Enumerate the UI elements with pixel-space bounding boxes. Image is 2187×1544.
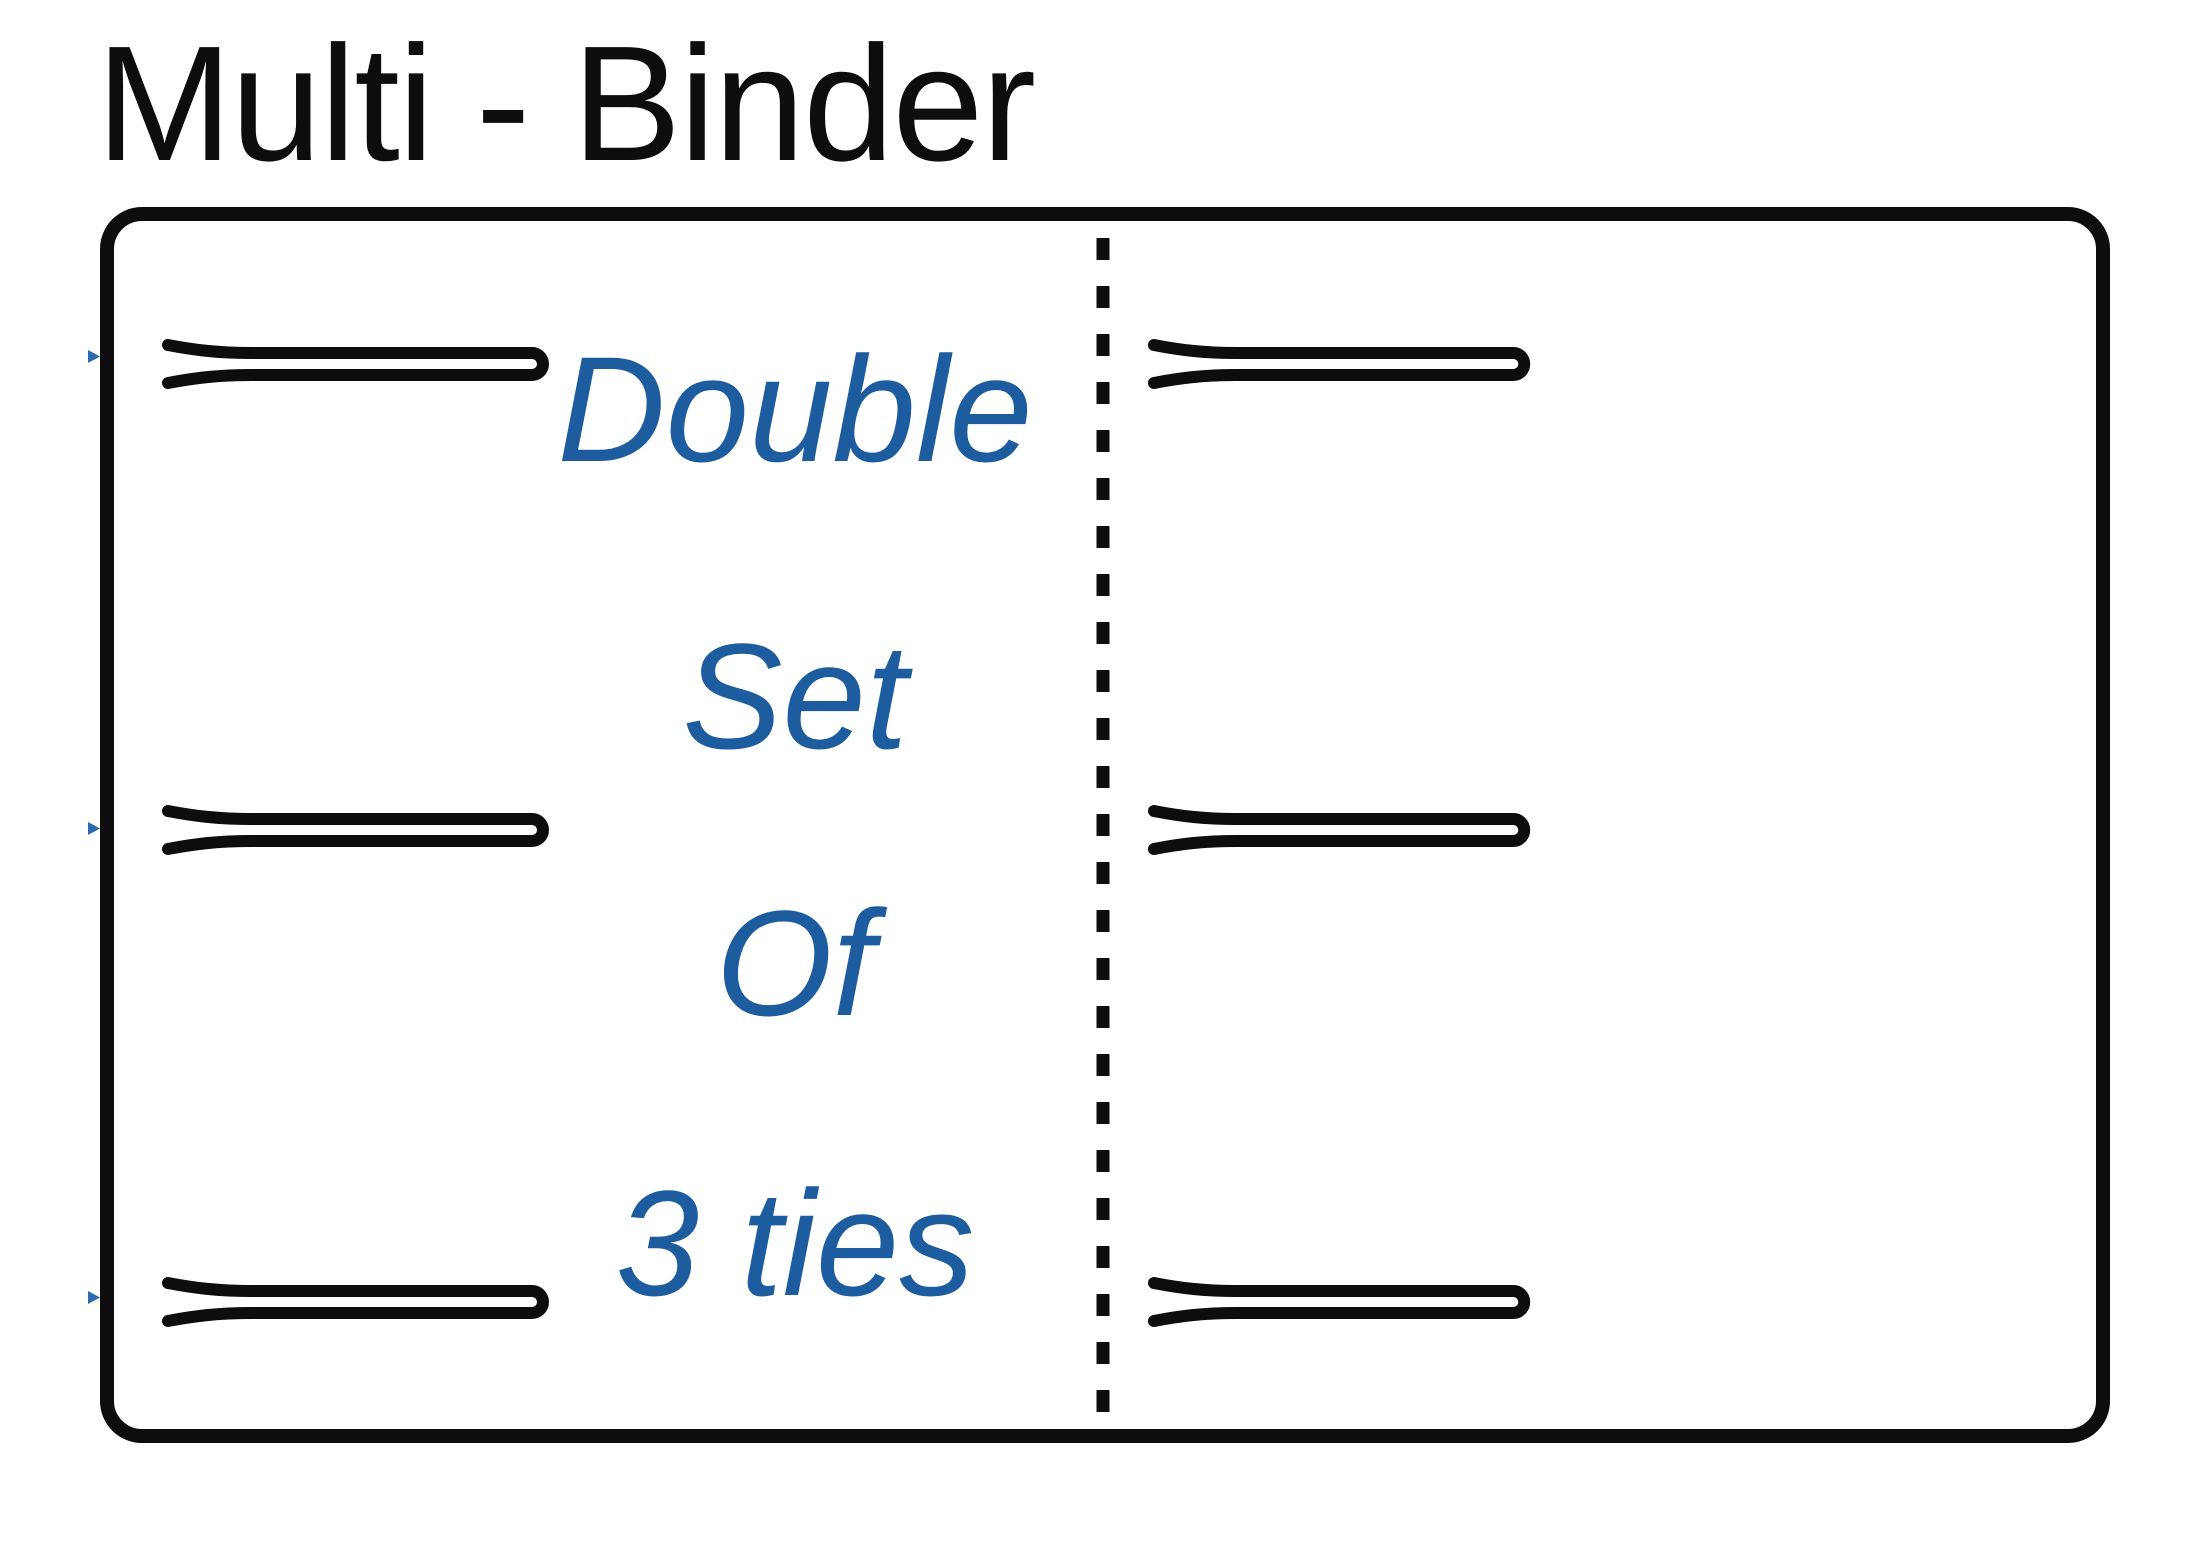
binder-outline bbox=[100, 207, 2110, 1443]
binder-tie-icon bbox=[162, 805, 549, 855]
tie-marker-arrow-icon bbox=[88, 1291, 100, 1304]
fold-dashed-line-icon bbox=[1096, 238, 1110, 1434]
tie-marker-arrow-icon bbox=[88, 350, 100, 363]
binder-tie-icon bbox=[162, 339, 549, 389]
diagram-title: Multi - Binder bbox=[96, 12, 1036, 195]
tie-marker-arrow-icon bbox=[88, 822, 100, 835]
binder-tie-icon bbox=[162, 1277, 549, 1327]
binder-tie-icon bbox=[1147, 805, 1531, 855]
binder-tie-icon bbox=[1147, 1277, 1531, 1327]
binder-tie-icon bbox=[1147, 339, 1531, 389]
